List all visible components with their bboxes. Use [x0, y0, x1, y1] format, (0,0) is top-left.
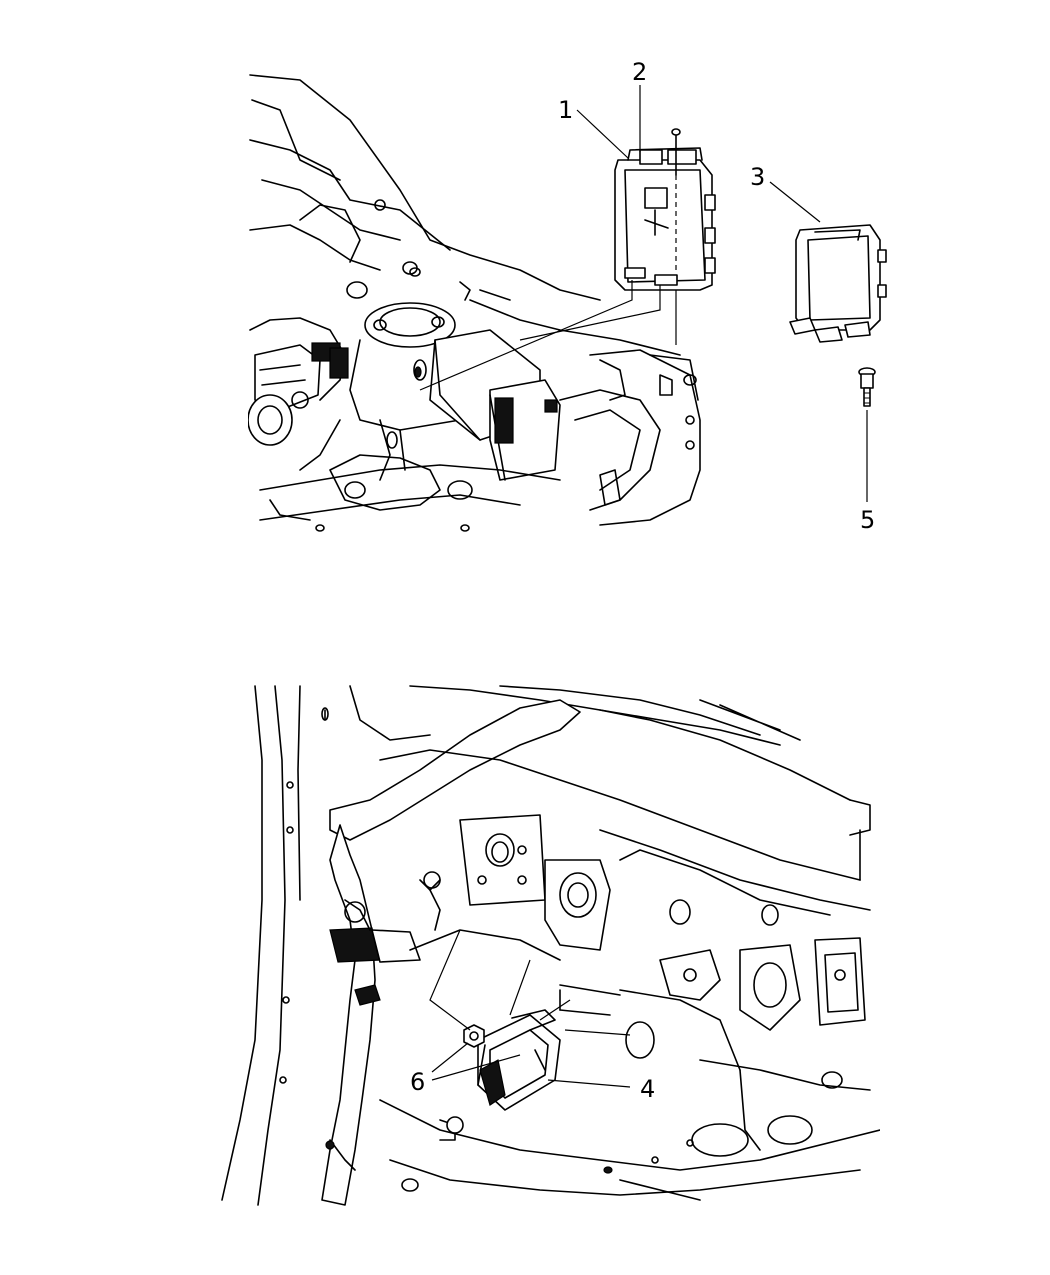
callout-6: 6 — [410, 1068, 425, 1096]
transmission-control-module-icon — [477, 1009, 561, 1111]
engine-compartment-view — [248, 74, 887, 532]
callout-4: 4 — [640, 1075, 655, 1103]
bolt-icon — [858, 367, 876, 407]
firewall-view — [221, 685, 880, 1206]
nut-icon — [463, 1024, 485, 1048]
engine-control-module-icon — [614, 128, 716, 291]
callout-5: 5 — [860, 506, 875, 534]
callout-3: 3 — [750, 163, 765, 191]
callout-1: 1 — [558, 96, 573, 124]
callout-2: 2 — [632, 58, 647, 86]
mounting-bracket-icon — [789, 224, 887, 343]
